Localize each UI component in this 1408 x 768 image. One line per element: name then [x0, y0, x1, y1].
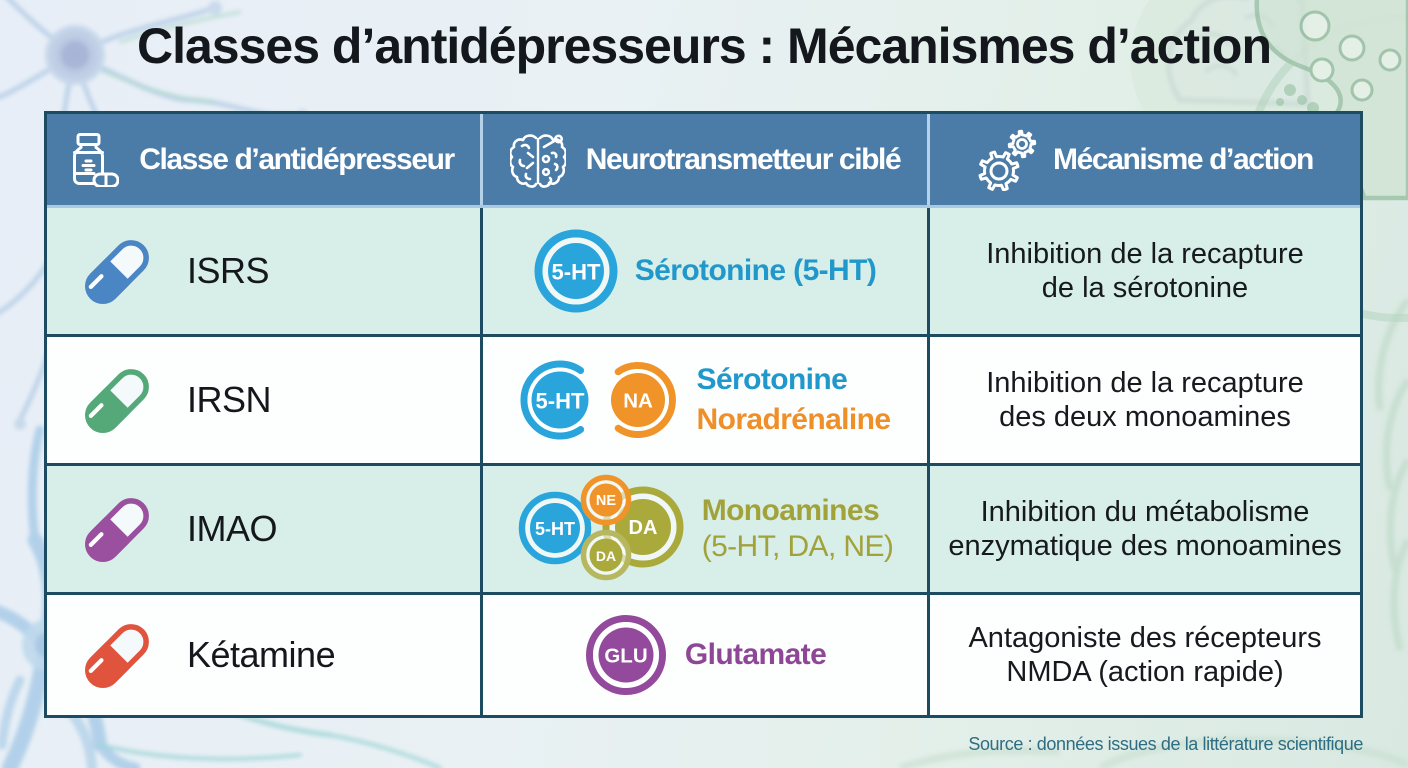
svg-text:NA: NA: [623, 390, 653, 413]
svg-text:GLU: GLU: [604, 645, 647, 668]
svg-text:DA: DA: [628, 517, 657, 539]
svg-text:NE: NE: [596, 493, 616, 509]
svg-text:5-HT: 5-HT: [551, 260, 600, 285]
svg-text:5-HT: 5-HT: [535, 389, 584, 414]
svg-text:DA: DA: [596, 548, 616, 564]
svg-text:5-HT: 5-HT: [535, 519, 575, 539]
